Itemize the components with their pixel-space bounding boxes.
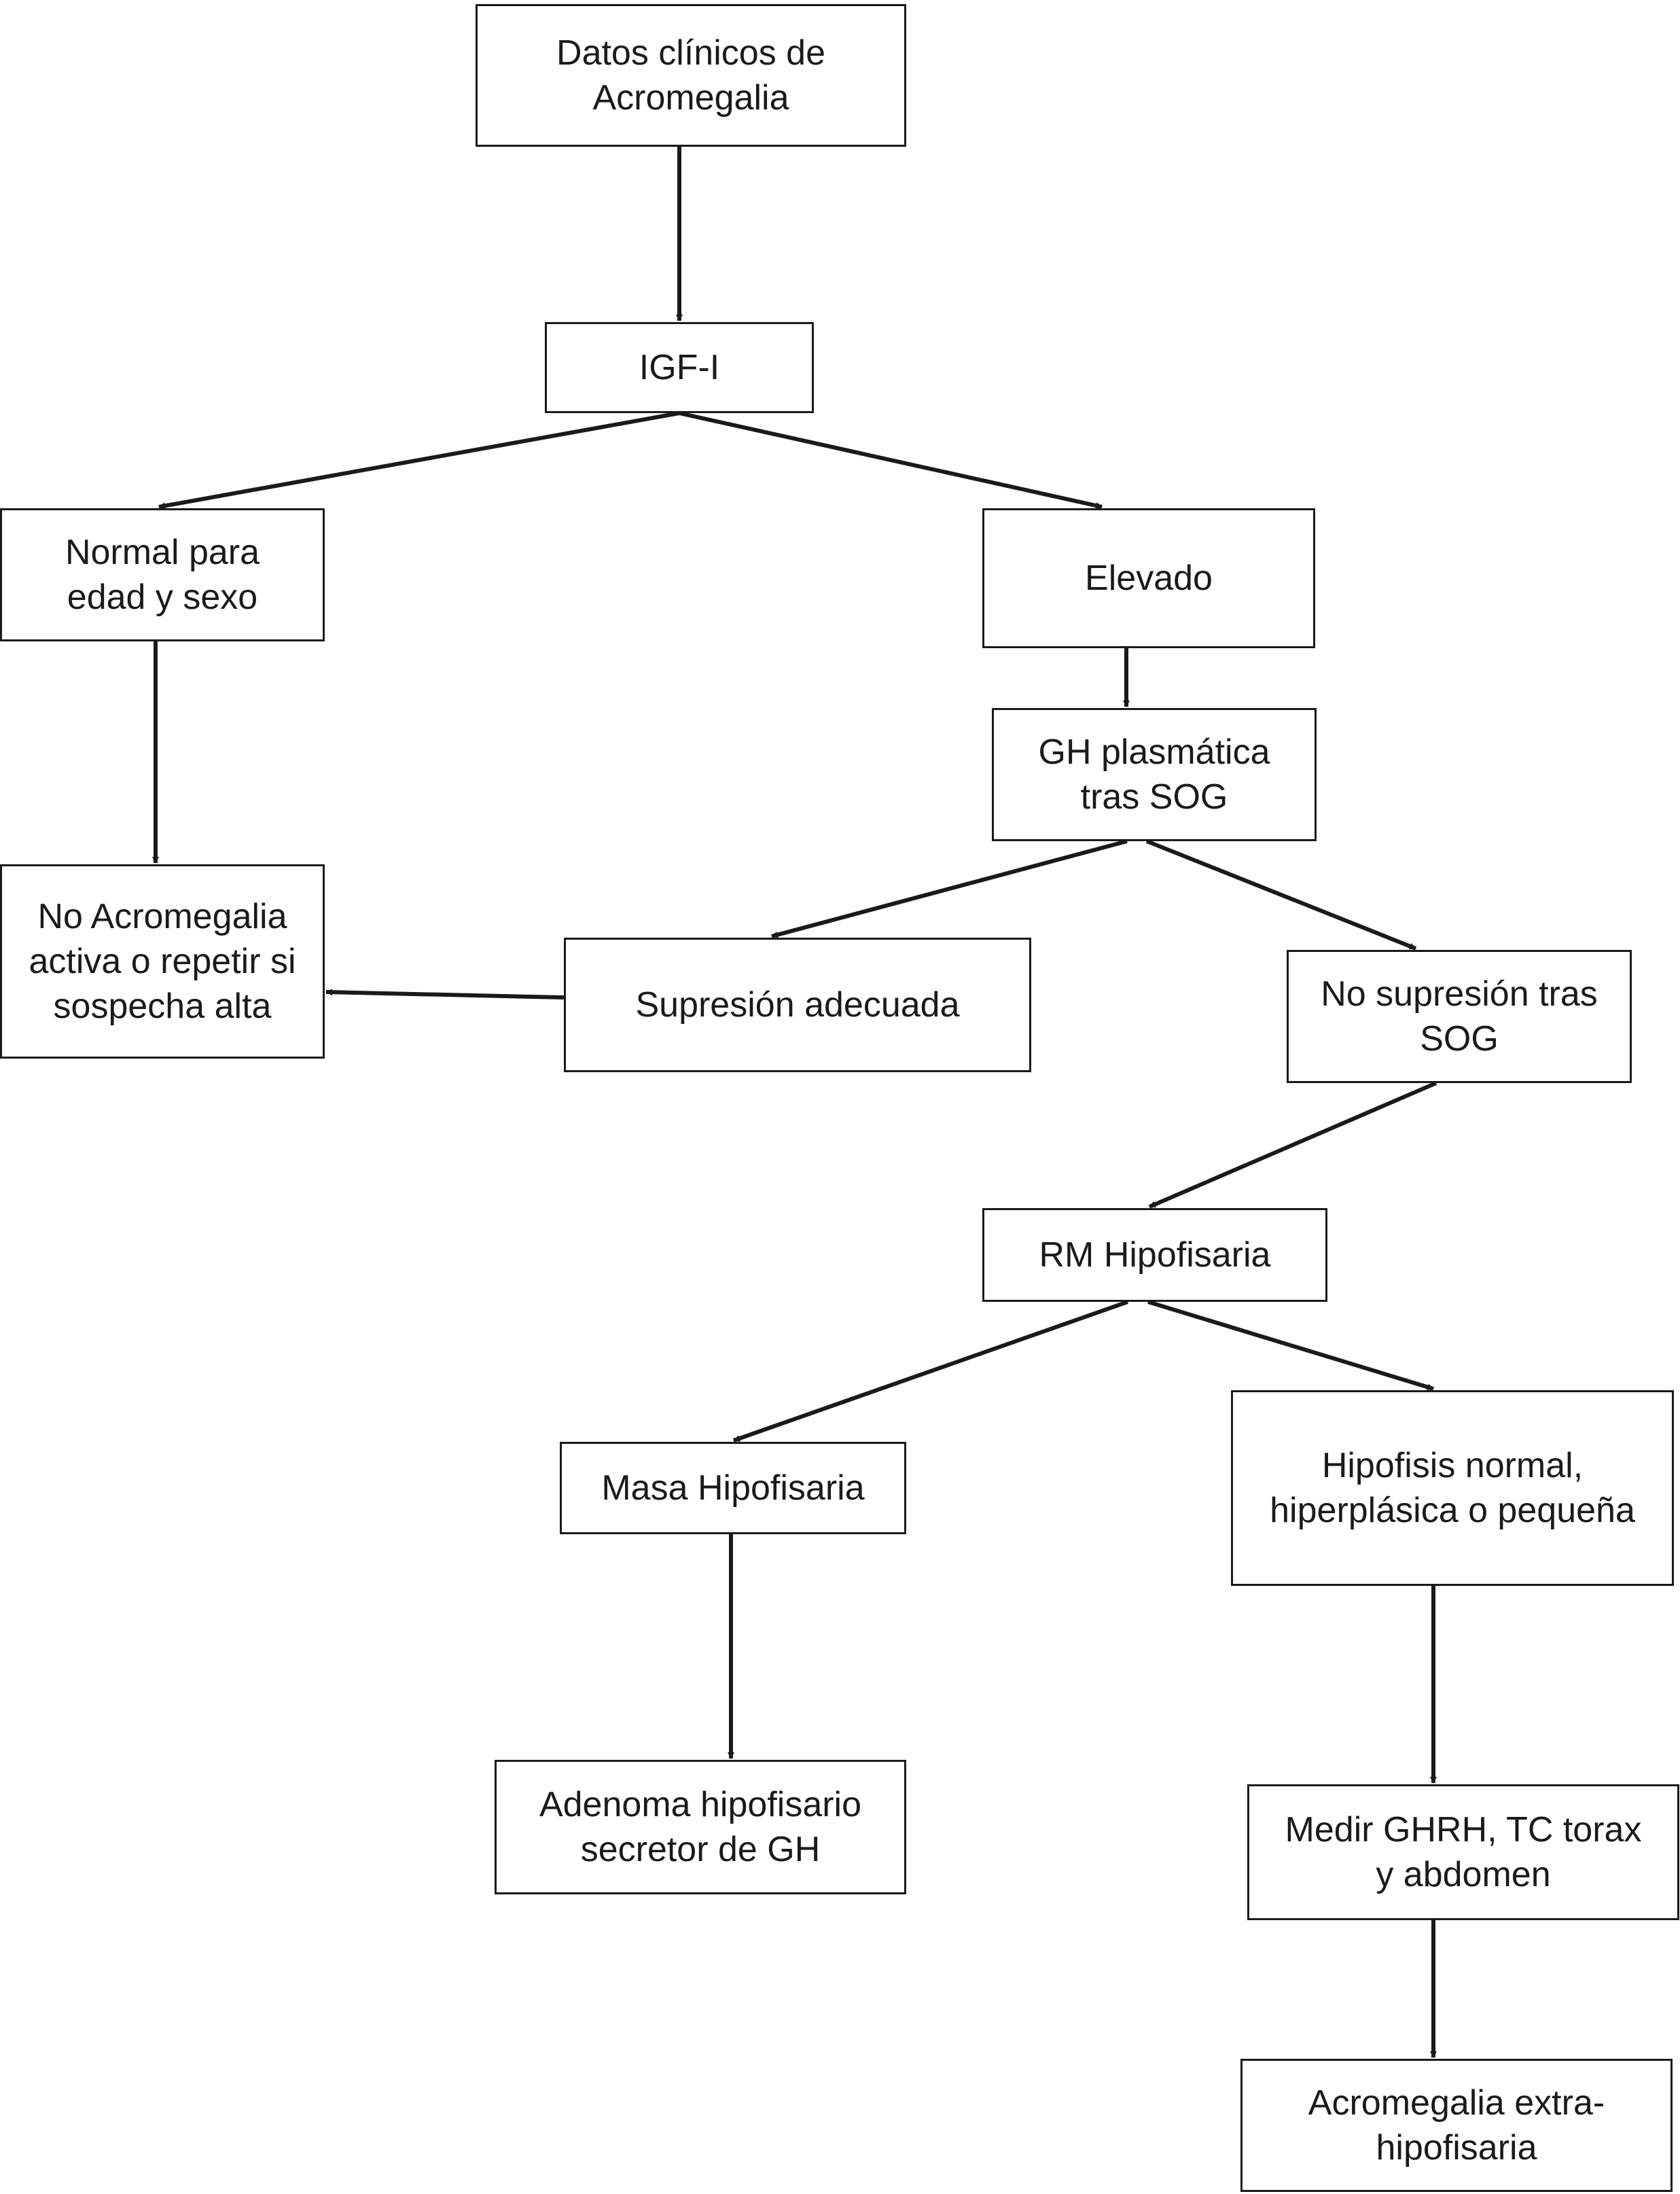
arrow-gh_plasmatica-to-supresion_adecuada — [771, 839, 1128, 938]
arrow-rm_hipofisaria-to-masa_hipofisaria — [733, 1300, 1128, 1443]
node-elevado-label: Elevado — [1085, 559, 1213, 598]
node-hipofisis-normal: Hipofisis normal, hiperplásica o pequeña — [1231, 1390, 1674, 1586]
node-igf1: IGF-I — [545, 322, 814, 413]
node-supresion-adecuada: Supresión adecuada — [564, 938, 1031, 1072]
arrow-rm_hipofisaria-to-hipofisis_normal — [1147, 1300, 1434, 1391]
node-datos-clinicos-label: Datos clínicos de Acromegalia — [556, 33, 825, 118]
node-normal-label: Normal para edad y sexo — [65, 533, 260, 617]
node-medir-ghrh: Medir GHRH, TC torax y abdomen — [1247, 1784, 1679, 1920]
node-rm-hipofisaria: RM Hipofisaria — [982, 1208, 1327, 1302]
arrow-supresion_adecuada-to-no_acromegalia — [325, 989, 565, 999]
node-adenoma: Adenoma hipofisario secretor de GH — [495, 1760, 906, 1894]
node-datos-clinicos: Datos clínicos de Acromegalia — [476, 4, 906, 147]
node-masa-hipofisaria-label: Masa Hipofisaria — [601, 1468, 865, 1508]
node-igf1-label: IGF-I — [639, 348, 720, 387]
node-medir-ghrh-label: Medir GHRH, TC torax y abdomen — [1285, 1810, 1642, 1894]
node-masa-hipofisaria: Masa Hipofisaria — [560, 1442, 906, 1534]
node-no-supresion-label: No supresión tras SOG — [1321, 974, 1598, 1059]
arrow-igf1-to-elevado — [679, 411, 1103, 509]
node-hipofisis-normal-label: Hipofisis normal, hiperplásica o pequeña — [1270, 1446, 1635, 1530]
node-elevado: Elevado — [982, 508, 1315, 648]
node-adenoma-label: Adenoma hipofisario secretor de GH — [539, 1785, 862, 1869]
node-supresion-adecuada-label: Supresión adecuada — [635, 985, 960, 1025]
node-normal: Normal para edad y sexo — [0, 508, 325, 641]
arrow-no_supresion-to-rm_hipofisaria — [1148, 1081, 1437, 1209]
node-no-acromegalia: No Acromegalia activa o repetir si sospe… — [0, 864, 325, 1059]
node-acromegalia-extra: Acromegalia extra- hipofisaria — [1240, 2059, 1673, 2192]
node-gh-plasmatica-label: GH plasmática tras SOG — [1038, 732, 1270, 817]
arrow-gh_plasmatica-to-no_supresion — [1145, 839, 1417, 951]
edge-group — [152, 147, 1437, 2058]
node-gh-plasmatica: GH plasmática tras SOG — [992, 708, 1317, 841]
node-rm-hipofisaria-label: RM Hipofisaria — [1039, 1235, 1271, 1275]
arrow-igf1-to-normal — [158, 411, 680, 510]
node-no-acromegalia-label: No Acromegalia activa o repetir si sospe… — [29, 897, 296, 1026]
node-acromegalia-extra-label: Acromegalia extra- hipofisaria — [1308, 2083, 1605, 2168]
node-no-supresion: No supresión tras SOG — [1287, 950, 1632, 1083]
